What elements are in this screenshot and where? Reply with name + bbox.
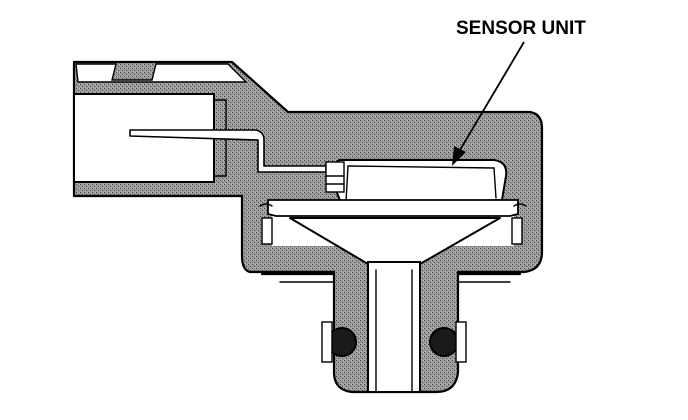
- connector-top-strip: [75, 63, 248, 83]
- diaphragm-plate: [267, 199, 519, 217]
- terminal-pin: [129, 129, 327, 173]
- callout-leader-line: [459, 41, 525, 151]
- callout-arrowhead: [452, 146, 466, 166]
- callout-label-sensor-unit: SENSOR UNIT: [456, 18, 586, 39]
- connector-socket-cavity: [73, 93, 215, 183]
- o-ring-right: [429, 327, 459, 357]
- sensor-contact-clip: [325, 161, 345, 193]
- retaining-tab-left: [261, 217, 273, 245]
- pressure-port-tube: [367, 261, 421, 393]
- retaining-tab-right: [511, 217, 523, 245]
